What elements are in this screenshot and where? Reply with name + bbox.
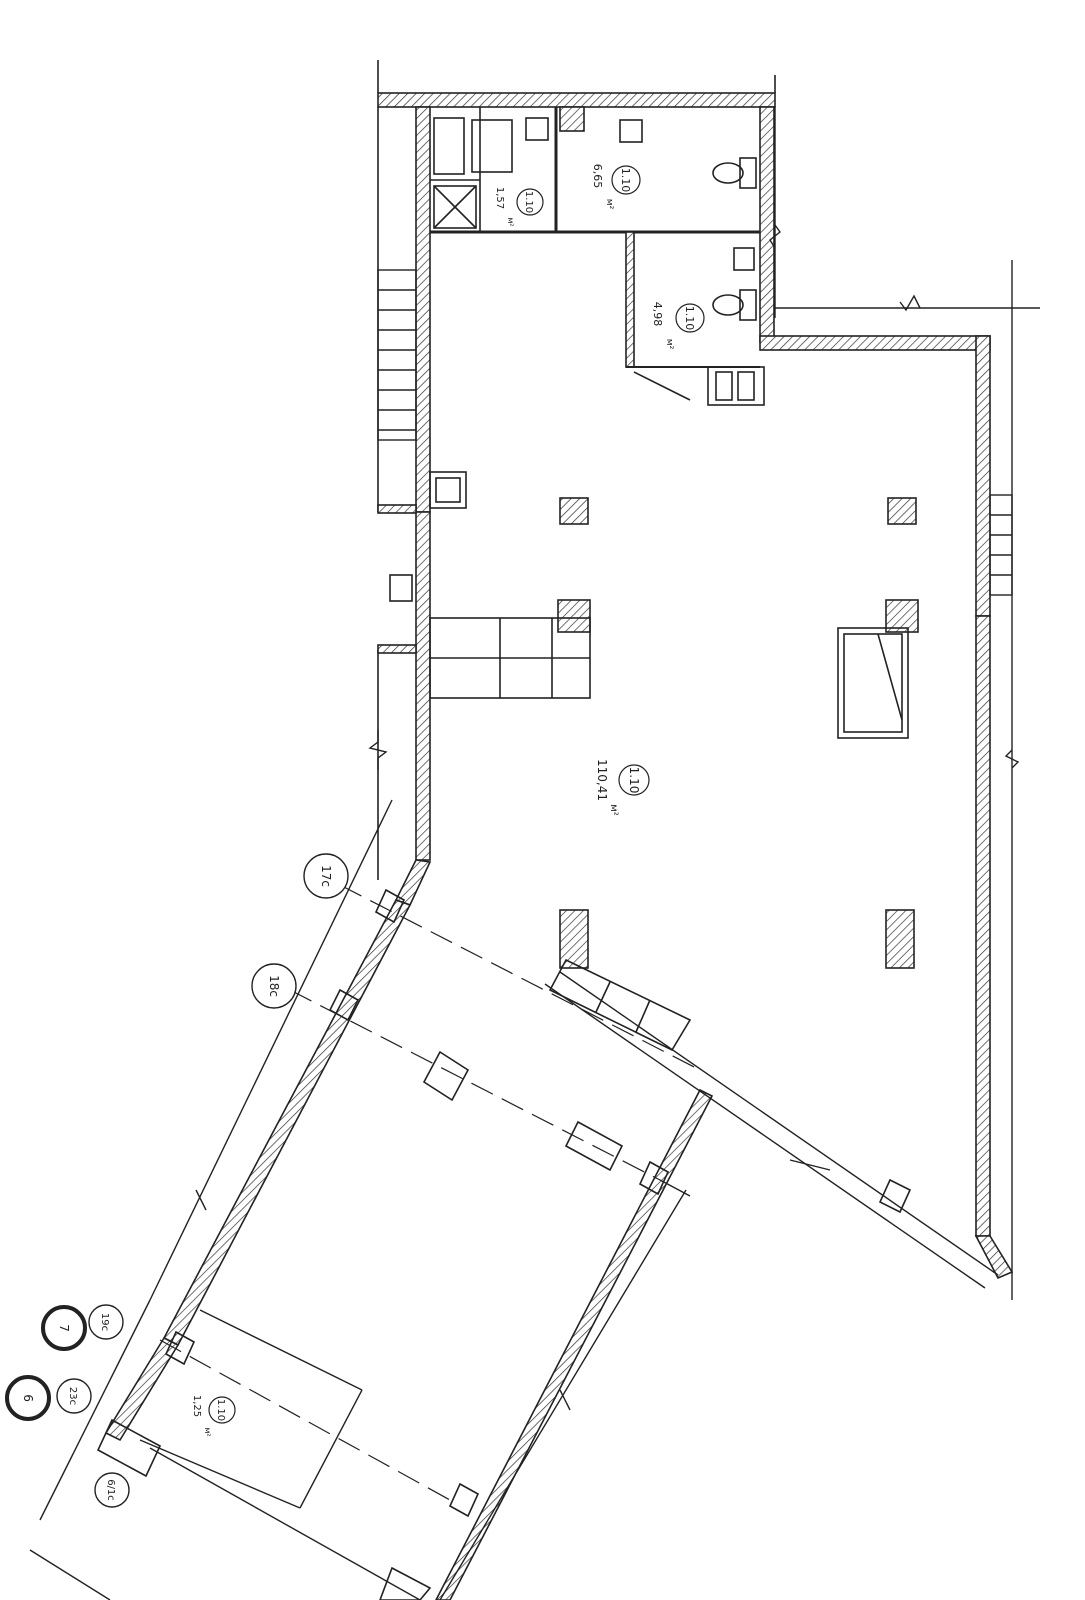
- columns: [557, 497, 919, 969]
- room-area-wc1: 6,65: [591, 164, 604, 189]
- room-label-vestibule: 1.10 1,25 м²: [191, 1395, 236, 1437]
- hall-fixtures: [389, 471, 909, 739]
- axis-marker-23c: 23c: [56, 1378, 92, 1414]
- grid-axis-lines: [159, 884, 701, 1501]
- room-label-wc1: 1.10 6,65 м²: [591, 164, 641, 210]
- lower-fixtures: [96, 888, 912, 1600]
- section-label-6: 6: [21, 1394, 35, 1402]
- top-wall: [377, 60, 776, 108]
- lower-walls: [104, 859, 1014, 1600]
- room-label-wc2: 1.10 4,98 м²: [651, 302, 705, 350]
- lower-lines: [29, 799, 999, 1600]
- room-area-wc2: 4,98: [651, 302, 664, 327]
- left-wall: [377, 106, 431, 880]
- room-unit-vestibule: м²: [203, 1427, 212, 1436]
- room-label-storage: 1.10 1,57 м²: [494, 187, 544, 227]
- room-area-main: 110,41: [595, 759, 609, 801]
- break-line-left: [368, 730, 388, 770]
- room-num-wc2: 1.10: [683, 306, 696, 331]
- axis-label-23c: 23c: [67, 1387, 78, 1405]
- section-marker-6: 6: [5, 1375, 51, 1421]
- room-area-vestibule: 1,25: [191, 1395, 202, 1417]
- room-unit-storage: м²: [506, 217, 515, 226]
- axis-marker-19c: 19c: [88, 1304, 124, 1340]
- room-label-main: 1.10 110,41 м²: [595, 759, 650, 816]
- axis-label-17c: 17c: [319, 865, 333, 887]
- right-boundary-lines: [769, 107, 1040, 1300]
- room-unit-wc1: м²: [604, 199, 614, 210]
- room-num-wc1: 1.10: [619, 168, 632, 193]
- room-num-vestibule: 1.10: [215, 1399, 226, 1421]
- axis-label-19c: 19c: [99, 1313, 110, 1331]
- room-unit-wc2: м²: [664, 339, 674, 350]
- section-marker-7: 7: [41, 1305, 87, 1351]
- room-area-storage: 1,57: [494, 187, 505, 209]
- room-unit-main: м²: [608, 804, 619, 816]
- room-num-main: 1.10: [627, 767, 641, 794]
- stair: [377, 269, 417, 441]
- axis-marker-6-1c: 6/1c: [94, 1472, 130, 1508]
- axis-label-6-1c: 6/1c: [105, 1479, 116, 1501]
- right-wall: [759, 106, 991, 1237]
- axis-marker-18c: 18c: [251, 963, 297, 1009]
- room-num-storage: 1.10: [523, 191, 534, 213]
- axis-label-18c: 18c: [267, 975, 281, 997]
- right-stair: [989, 494, 1013, 596]
- axis-marker-17c: 17c: [303, 853, 349, 899]
- section-label-7: 7: [57, 1324, 71, 1332]
- wc-block: [430, 106, 765, 406]
